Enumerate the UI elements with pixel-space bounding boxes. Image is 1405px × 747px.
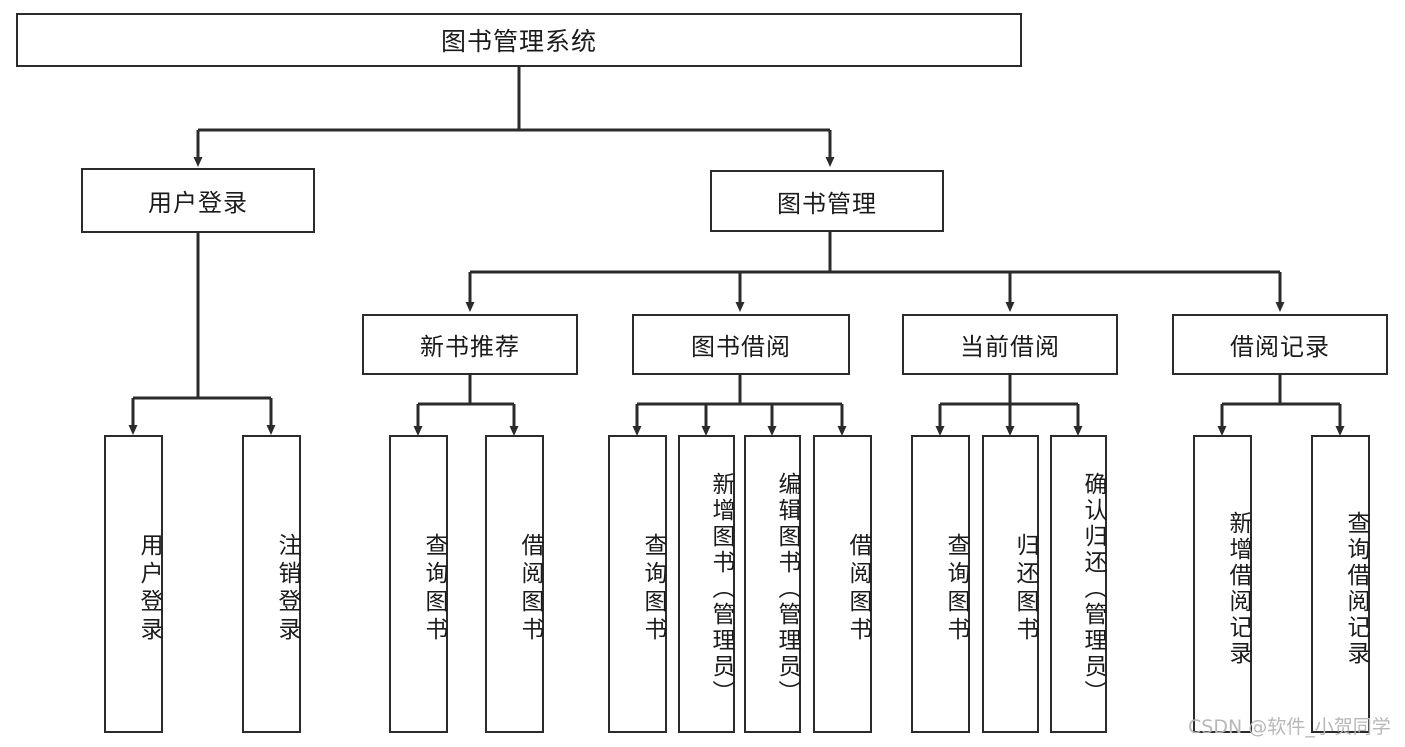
node-label: 查询图书 [943, 533, 969, 645]
node-book-management[interactable]: 图书管理 [710, 170, 944, 232]
node-label: 借阅图书 [517, 533, 543, 645]
node-book-borrow[interactable]: 图书借阅 [632, 314, 850, 375]
node-label: 归还图书 [1012, 533, 1038, 645]
leaf-query-book-borrow[interactable]: 查询图书 [608, 435, 667, 733]
leaf-query-book-current[interactable]: 查询图书 [911, 435, 970, 733]
leaf-edit-book-admin[interactable]: 编辑图书（管理员） [744, 435, 801, 733]
node-label: 新增借阅记录 [1225, 511, 1251, 667]
leaf-query-borrow-record[interactable]: 查询借阅记录 [1311, 435, 1370, 733]
node-label: 用户登录 [136, 533, 162, 645]
node-label: 当前借阅 [960, 333, 1060, 361]
node-label: 新书推荐 [420, 333, 520, 361]
leaf-add-borrow-record[interactable]: 新增借阅记录 [1193, 435, 1252, 733]
leaf-borrow-book[interactable]: 借阅图书 [813, 435, 872, 733]
node-label: 借阅图书 [845, 533, 871, 645]
leaf-query-book-recommend[interactable]: 查询图书 [389, 435, 448, 733]
node-borrow-record[interactable]: 借阅记录 [1172, 314, 1388, 375]
leaf-return-book[interactable]: 归还图书 [982, 435, 1039, 733]
leaf-confirm-return-admin[interactable]: 确认归还（管理员） [1050, 435, 1107, 733]
node-user-login[interactable]: 用户登录 [81, 168, 315, 233]
node-label: 编辑图书（管理员） [774, 472, 800, 706]
leaf-add-book-admin[interactable]: 新增图书（管理员） [678, 435, 735, 733]
watermark-text: CSDN @软件_小贺同学 [1188, 716, 1391, 738]
node-current-borrow[interactable]: 当前借阅 [902, 314, 1118, 375]
leaf-user-login[interactable]: 用户登录 [104, 435, 163, 733]
node-label: 用户登录 [148, 189, 248, 217]
node-root-system[interactable]: 图书管理系统 [16, 13, 1022, 67]
node-label: 查询图书 [421, 533, 447, 645]
node-label: 注销登录 [274, 533, 300, 645]
node-new-book-recommend[interactable]: 新书推荐 [362, 314, 578, 375]
node-label: 查询借阅记录 [1343, 511, 1369, 667]
node-label: 图书借阅 [691, 333, 791, 361]
leaf-logout-login[interactable]: 注销登录 [242, 435, 301, 733]
node-label: 新增图书（管理员） [708, 472, 734, 706]
node-label: 借阅记录 [1230, 333, 1330, 361]
node-label: 查询图书 [640, 533, 666, 645]
node-label: 图书管理系统 [440, 27, 597, 56]
node-label: 图书管理 [777, 189, 877, 218]
node-label: 确认归还（管理员） [1080, 472, 1106, 706]
leaf-borrow-book-recommend[interactable]: 借阅图书 [485, 435, 544, 733]
